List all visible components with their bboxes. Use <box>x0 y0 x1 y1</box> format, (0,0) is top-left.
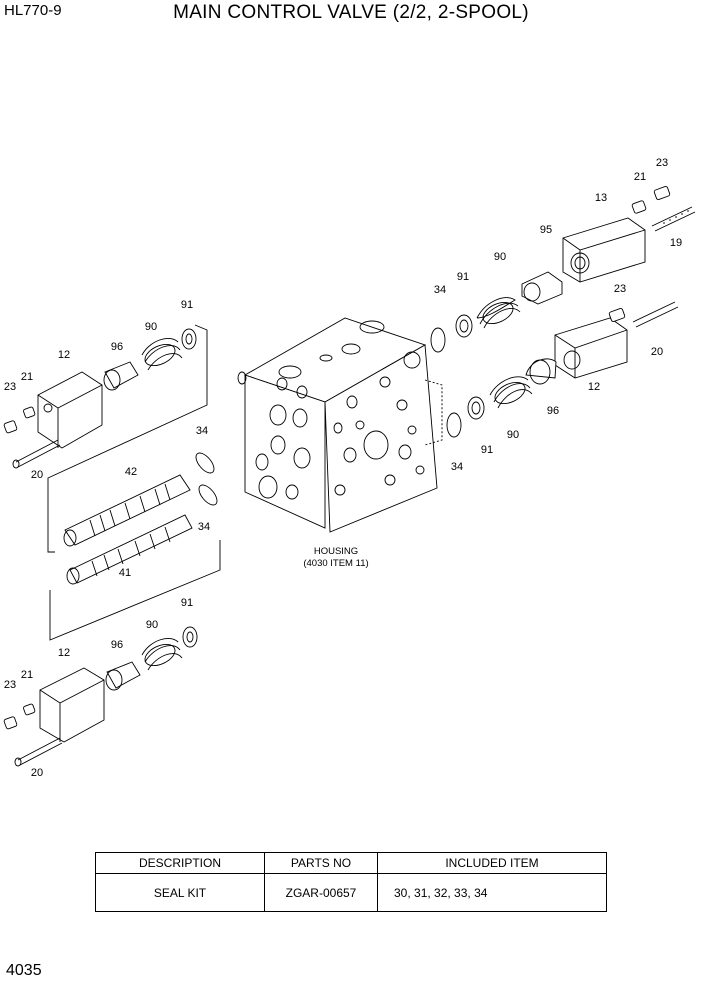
column-header-parts-no: PARTS NO <box>264 852 378 874</box>
callout: 91 <box>181 299 193 311</box>
top-right-spool-cap-assembly <box>430 186 696 353</box>
callout: 20 <box>651 346 663 358</box>
callout: 96 <box>547 405 559 417</box>
left-lower-spool-cap-assembly <box>3 626 198 767</box>
cell-parts-no: ZGAR-00657 <box>264 873 378 912</box>
callout: 95 <box>540 224 552 236</box>
left-upper-spool-cap-assembly <box>3 324 208 553</box>
column-header-included-item: INCLUDED ITEM <box>377 852 607 874</box>
callout: 91 <box>181 597 193 609</box>
callout: 12 <box>58 647 70 659</box>
table-row: SEAL KIT ZGAR-00657 30, 31, 32, 33, 34 <box>95 873 607 912</box>
housing-block <box>237 317 438 533</box>
callout: 23 <box>4 679 16 691</box>
housing-reference: (4030 ITEM 11) <box>303 558 368 569</box>
callout: 19 <box>670 237 682 249</box>
spools-41-42 <box>49 452 221 641</box>
callout: 23 <box>656 157 668 169</box>
housing-label: HOUSING <box>314 546 358 557</box>
cell-included-item: 30, 31, 32, 33, 34 <box>377 873 607 912</box>
callout: 12 <box>588 381 600 393</box>
callout: 42 <box>125 466 137 478</box>
callout: 21 <box>634 171 646 183</box>
callout: 34 <box>196 425 208 437</box>
table-header-row: DESCRIPTION PARTS NO INCLUDED ITEM <box>95 852 607 874</box>
callout: 34 <box>451 461 463 473</box>
callout: 91 <box>457 271 469 283</box>
page-title: MAIN CONTROL VALVE (2/2, 2-SPOOL) <box>173 2 529 23</box>
callout: 23 <box>614 283 626 295</box>
callout: 90 <box>146 619 158 631</box>
callout: 21 <box>21 371 33 383</box>
callout: 41 <box>119 567 131 579</box>
page-number: 4035 <box>6 962 42 979</box>
column-header-description: DESCRIPTION <box>95 852 265 874</box>
callout: 90 <box>145 321 157 333</box>
callout: 12 <box>58 349 70 361</box>
callout: 21 <box>21 669 33 681</box>
callout: 20 <box>31 767 43 779</box>
callout: 13 <box>595 192 607 204</box>
callout: 23 <box>4 381 16 393</box>
callout: 96 <box>111 341 123 353</box>
callout: 90 <box>494 251 506 263</box>
callout: 20 <box>31 469 43 481</box>
callout: 90 <box>507 429 519 441</box>
callout-labels: 23 21 13 19 95 90 91 34 23 20 12 96 90 9… <box>4 157 682 779</box>
callout: 34 <box>198 521 210 533</box>
cell-description: SEAL KIT <box>95 873 265 912</box>
callout: 96 <box>111 639 123 651</box>
model-code: HL770-9 <box>4 2 62 19</box>
parts-table: DESCRIPTION PARTS NO INCLUDED ITEM SEAL … <box>95 852 607 912</box>
callout: 91 <box>481 444 493 456</box>
right-middle-spool-cap-assembly <box>446 301 679 438</box>
callout: 34 <box>434 284 446 296</box>
